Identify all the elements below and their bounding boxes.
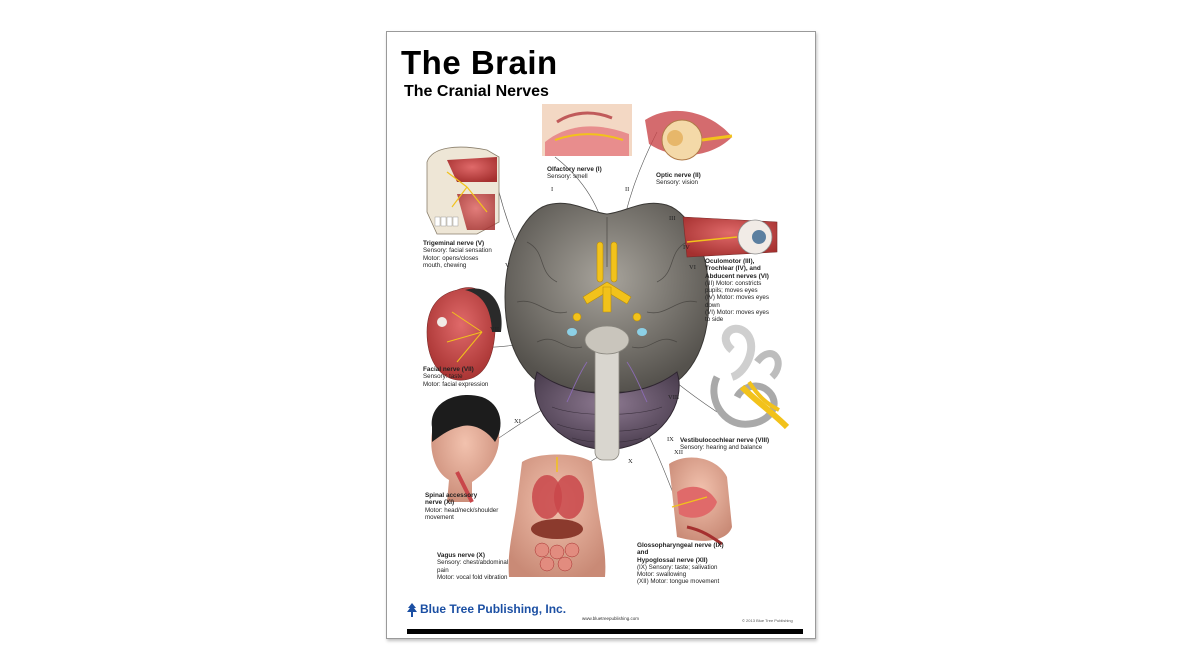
caption-olfactory-name: Olfactory nerve (I) xyxy=(547,166,602,173)
caption-oculomotor-name2: Trochlear (IV), and xyxy=(705,265,761,273)
vestibulocochlear-illustration xyxy=(710,324,790,430)
caption-olfactory-desc: Sensory: smell xyxy=(547,173,588,181)
caption-facial: Facial nerve (VII) Sensory: taste Motor:… xyxy=(423,366,523,388)
caption-trigeminal-desc-2: Motor: opens/closes xyxy=(423,254,479,262)
numeral-i: I xyxy=(551,186,554,193)
poster-subtitle: The Cranial Nerves xyxy=(404,83,549,100)
poster-title: The Brain xyxy=(401,44,558,81)
numeral-xii: XII xyxy=(674,449,684,456)
caption-oculomotor-desc-4: down xyxy=(705,301,720,309)
brain-illustration xyxy=(504,202,710,461)
numeral-v: V xyxy=(505,262,510,269)
numeral-viii: VIII xyxy=(668,394,680,401)
facial-illustration xyxy=(426,287,502,381)
publisher-url: www.bluetreepublishing.com xyxy=(582,616,640,621)
oculomotor-illustration xyxy=(682,216,778,258)
vagus-illustration xyxy=(508,454,606,577)
spinal-accessory-illustration xyxy=(431,395,501,503)
optic-illustration xyxy=(645,110,733,161)
caption-optic-name: Optic nerve (II) xyxy=(656,172,701,179)
caption-vagus-desc-2: pain xyxy=(437,566,449,574)
trigeminal-illustration xyxy=(426,146,500,235)
glossopharyngeal-illustration xyxy=(669,457,732,546)
caption-trigeminal-desc-1: Sensory: facial sensation xyxy=(423,247,492,255)
caption-trigeminal: Trigeminal nerve (V) Sensory: facial sen… xyxy=(423,240,523,269)
caption-vagus-desc-1: Sensory: chest/abdominal xyxy=(437,559,509,567)
caption-oculomotor-name: Oculomotor (III), xyxy=(705,258,755,265)
caption-oculomotor-desc-6: to side xyxy=(705,316,724,324)
caption-spinal-accessory-desc-2: movement xyxy=(425,513,454,521)
caption-glossopharyngeal-name: Glossopharyngeal nerve (IX) xyxy=(637,542,724,549)
caption-glossopharyngeal: Glossopharyngeal nerve (IX) and Hypoglos… xyxy=(637,542,777,586)
caption-oculomotor-desc-3: (IV) Motor: moves eyes xyxy=(705,294,769,302)
numeral-xi: XI xyxy=(514,418,521,425)
caption-optic: Optic nerve (II) Sensory: vision xyxy=(656,172,756,187)
caption-olfactory: Olfactory nerve (I) Sensory: smell xyxy=(547,166,647,181)
olfactory-illustration xyxy=(542,104,632,156)
caption-glossopharyngeal-name2: and xyxy=(637,549,649,557)
caption-oculomotor-desc-1: (III) Motor: constricts xyxy=(705,279,762,287)
caption-oculomotor: Oculomotor (III), Trochlear (IV), and Ab… xyxy=(705,258,813,324)
caption-glossopharyngeal-desc-2: Motor: swallowing xyxy=(637,571,687,579)
numeral-ix: IX xyxy=(667,436,674,443)
caption-vestibulocochlear: Vestibulocochlear nerve (VIII) Sensory: … xyxy=(680,437,810,452)
publisher-name: Blue Tree Publishing, Inc. xyxy=(420,602,567,616)
caption-facial-desc-2: Motor: facial expression xyxy=(423,380,489,388)
numeral-ii: II xyxy=(625,186,630,193)
caption-vagus: Vagus nerve (X) Sensory: chest/abdominal… xyxy=(437,552,537,581)
caption-glossopharyngeal-name3: Hypoglossal nerve (XII) xyxy=(637,556,708,564)
caption-vagus-desc-3: Motor: vocal fold vibration xyxy=(437,573,508,581)
illustration-layer xyxy=(426,104,790,577)
caption-glossopharyngeal-desc-1: (IX) Sensory: taste; salivation xyxy=(637,563,718,571)
numeral-iii: III xyxy=(669,215,676,222)
caption-oculomotor-desc-5: (VI) Motor: moves eyes xyxy=(705,309,769,317)
numeral-x: X xyxy=(628,458,633,465)
caption-spinal-accessory: Spinal accessory nerve (XI) Motor: head/… xyxy=(425,492,525,521)
caption-facial-name: Facial nerve (VII) xyxy=(423,366,474,373)
caption-trigeminal-name: Trigeminal nerve (V) xyxy=(423,240,485,247)
caption-spinal-accessory-desc-1: Motor: head/neck/shoulder xyxy=(425,506,499,514)
caption-oculomotor-name3: Abducent nerves (VI) xyxy=(705,272,769,280)
numeral-vii: VII xyxy=(490,326,500,333)
cranial-nerves-poster: The Brain The Cranial Nerves xyxy=(386,31,816,639)
copyright-notice: © 2013 Blue Tree Publishing xyxy=(742,618,793,623)
tree-logo-icon xyxy=(407,603,417,617)
caption-oculomotor-desc-2: pupils; moves eyes xyxy=(705,287,758,295)
caption-optic-desc: Sensory: vision xyxy=(656,179,698,187)
caption-vestibulocochlear-name: Vestibulocochlear nerve (VIII) xyxy=(680,437,770,444)
footer-rule xyxy=(407,629,803,634)
caption-spinal-accessory-name2: nerve (XI) xyxy=(425,499,455,507)
numeral-vi: VI xyxy=(689,264,696,271)
caption-glossopharyngeal-desc-3: (XII) Motor: tongue movement xyxy=(637,578,720,586)
caption-vagus-name: Vagus nerve (X) xyxy=(437,552,485,559)
caption-facial-desc-1: Sensory: taste xyxy=(423,373,463,381)
caption-vestibulocochlear-desc: Sensory: hearing and balance xyxy=(680,444,763,452)
caption-spinal-accessory-name: Spinal accessory xyxy=(425,492,478,499)
numeral-iv: IV xyxy=(683,244,690,251)
caption-trigeminal-desc-3: mouth, chewing xyxy=(423,261,467,269)
